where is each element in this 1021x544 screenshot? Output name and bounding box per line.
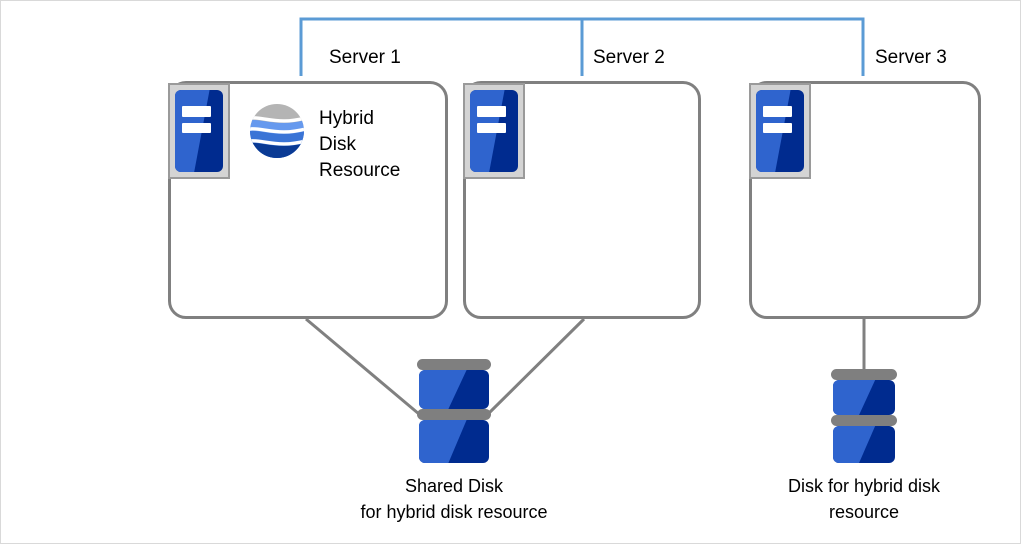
server-chassis	[175, 90, 223, 172]
server-icon-server-2	[463, 83, 525, 179]
server-icon-server-3	[749, 83, 811, 179]
server-led-bar	[181, 122, 212, 134]
disk-icon-local-disk	[831, 369, 897, 463]
server-box-server-2[interactable]	[463, 81, 701, 319]
server-label-server-3: Server 3	[875, 47, 947, 68]
disk-body	[419, 370, 489, 409]
disk-platter	[831, 415, 897, 426]
disk-platter	[417, 409, 491, 420]
server-chassis	[756, 90, 804, 172]
server-led-bar	[476, 106, 507, 118]
globe-icon	[247, 101, 307, 161]
disk-platter	[417, 359, 491, 370]
caption-shared-disk: Shared Disk for hybrid disk resource	[360, 476, 548, 523]
server-led-bar	[181, 106, 212, 118]
disk-body	[833, 426, 895, 463]
hybrid-disk-resource-label: Hybrid Disk Resource	[319, 108, 401, 182]
server-icon-server-1	[168, 83, 230, 179]
caption-local-disk: Disk for hybrid disk resource	[787, 476, 941, 523]
disk-body	[419, 420, 489, 463]
server-label-server-2: Server 2	[593, 47, 665, 68]
server-led-bar	[762, 122, 793, 134]
disk-body	[833, 380, 895, 415]
disk-icon-shared-disk	[417, 359, 491, 463]
server-chassis	[470, 90, 518, 172]
server-label-server-1: Server 1	[329, 47, 401, 68]
network-bus	[299, 17, 865, 76]
shared-disk-connectors	[305, 317, 586, 416]
server-led-bar	[762, 106, 793, 118]
globe-icon-svg	[250, 104, 304, 158]
server-led-bar	[476, 122, 507, 134]
disk-platter	[831, 369, 897, 380]
